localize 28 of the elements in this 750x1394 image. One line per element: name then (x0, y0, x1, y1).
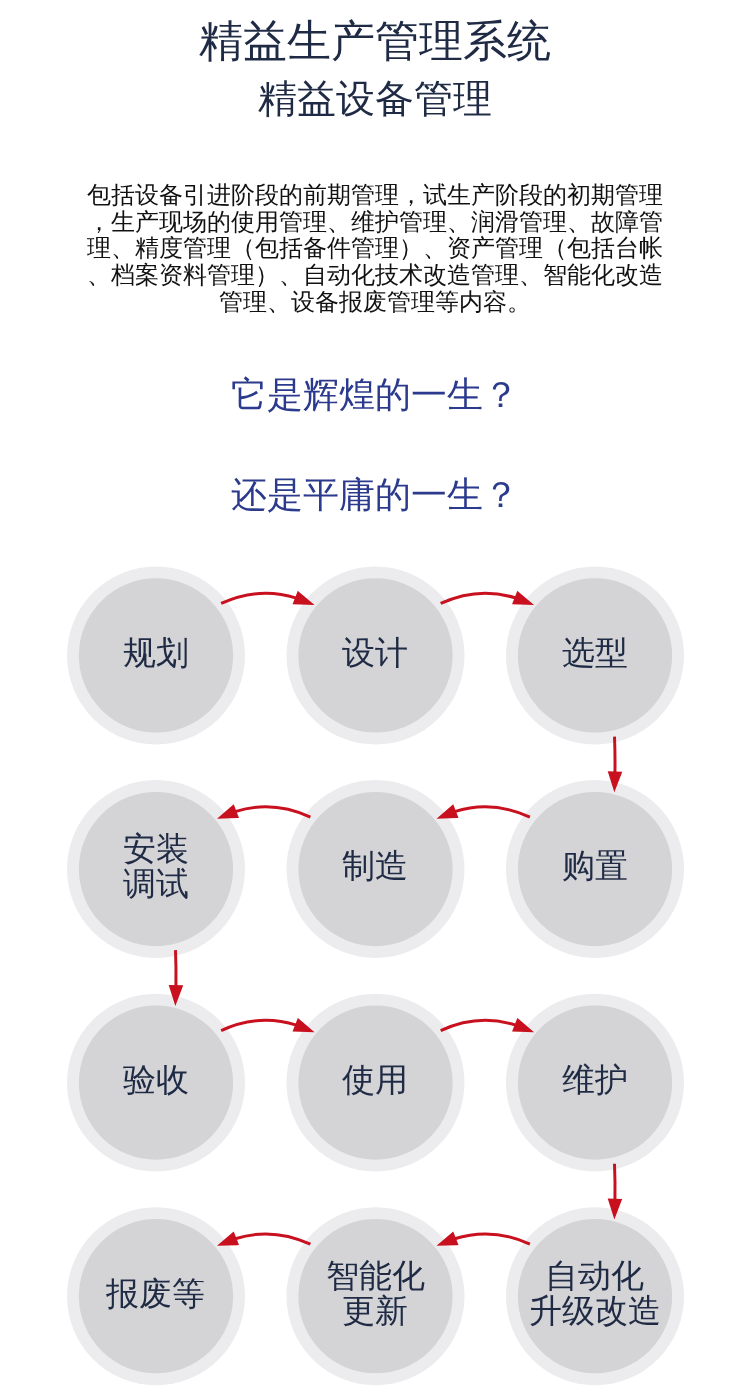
diagram-title: 精益生产管理系统 (199, 15, 551, 67)
arrow (439, 590, 534, 606)
label: 它是辉煌的一生？ (231, 373, 519, 415)
node-circle: 智能化更新 (286, 1207, 464, 1386)
arrow (216, 804, 311, 819)
node-circle: 自动化升级改造 (505, 1207, 684, 1386)
node-circle: 验收 (66, 993, 245, 1172)
node-circle: 设计 (286, 566, 464, 745)
arrow (607, 736, 622, 793)
label: 还是平庸的一生？ (231, 474, 519, 516)
arrow (220, 590, 315, 606)
arrow (216, 1231, 311, 1246)
node-circle: 选型 (505, 566, 684, 745)
arrow (607, 1163, 622, 1220)
label: 包括设备引进阶段的前期管理，试生产阶段的初期管理，生产现场的使用管理、维护管理、润滑管理、故障管理、精度管理（包括备件管理）、资产管理（包括台帐、档案资料管理）、自动化技术改造管理、智能化改造管理、设备报废管理等内容。 (87, 180, 663, 316)
node-circle: 规划 (66, 566, 245, 745)
label: 精益设备管理 (258, 76, 492, 122)
arrow (168, 950, 183, 1006)
node-circle: 报废等 (66, 1207, 245, 1386)
node-circle: 制造 (286, 780, 464, 959)
node-circle: 维护 (505, 993, 684, 1172)
node-circle: 使用 (286, 993, 464, 1172)
node-circle: 购置 (505, 780, 684, 959)
arrow (436, 1231, 530, 1246)
arrow (439, 1017, 534, 1033)
arrow (436, 804, 530, 819)
arrow (220, 1017, 315, 1033)
node-circle: 安装调试 (66, 780, 245, 959)
